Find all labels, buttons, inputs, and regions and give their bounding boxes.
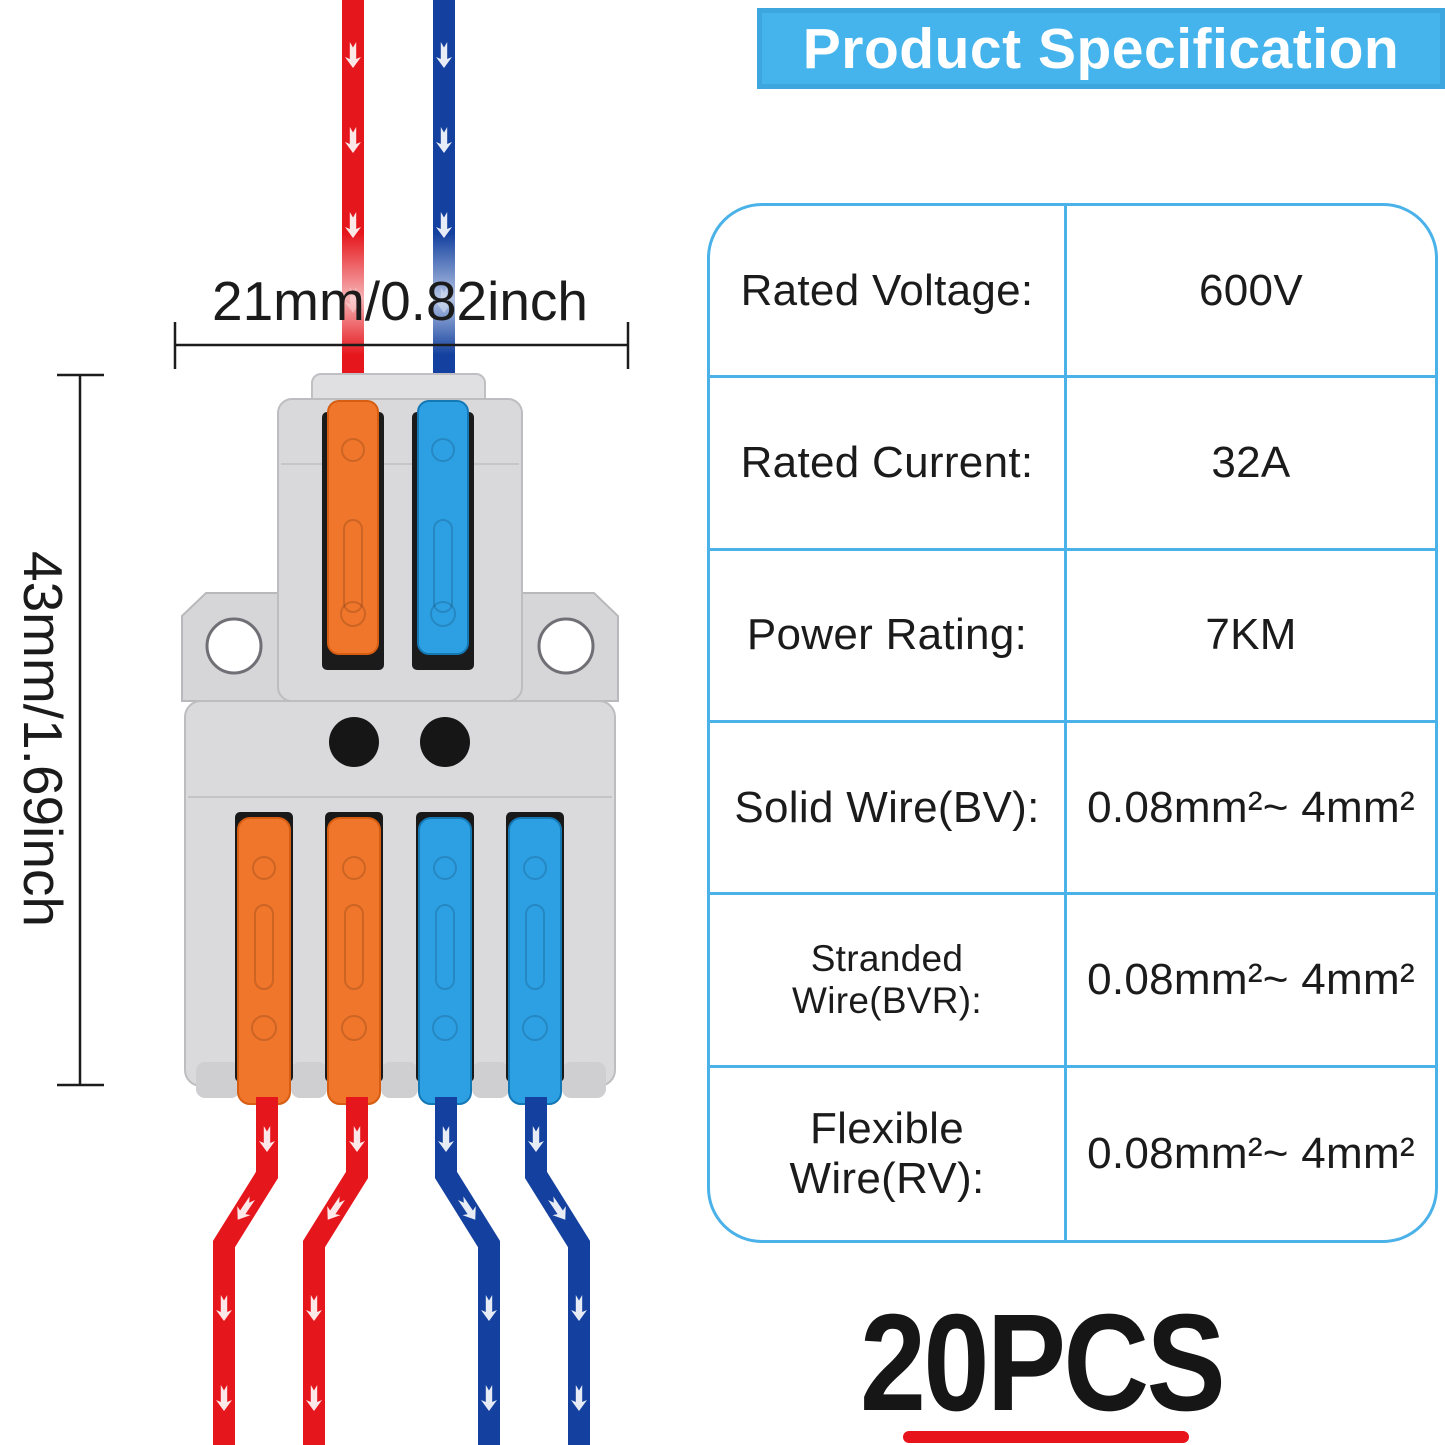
- bottom-lever-orange: [327, 817, 381, 1105]
- table-row: Stranded Wire(BVR): 0.08mm²~ 4mm²: [710, 895, 1435, 1068]
- spec-value-cell: 7KM: [1205, 610, 1297, 660]
- output-wire-blue-2: [525, 1097, 590, 1445]
- upper-housing: [277, 398, 523, 702]
- spec-value-cell: 0.08mm²~ 4mm²: [1087, 782, 1415, 832]
- spec-value-cell: 0.08mm²~ 4mm²: [1087, 954, 1415, 1004]
- spec-label-cell: Solid Wire(BV):: [710, 722, 1067, 893]
- output-wire-red-2: [303, 1097, 368, 1445]
- table-row: Rated Current: 32A: [710, 378, 1435, 551]
- connector-body: [181, 373, 619, 1105]
- spec-value-cell: 600V: [1199, 265, 1303, 315]
- spec-label-cell: Rated Current:: [710, 378, 1067, 548]
- connector-diagram: 21mm/0.82inch 43mm/1.69inch: [12, 0, 630, 1445]
- bottom-lever-blue: [418, 817, 472, 1105]
- test-hole: [329, 717, 379, 767]
- height-dimension: [57, 373, 104, 1087]
- top-lever-blue: [417, 400, 469, 655]
- input-wire-blue: [433, 0, 455, 403]
- quantity-badge: 20PCS: [860, 1286, 1226, 1440]
- mounting-hole: [205, 617, 263, 675]
- spec-value-cell: 0.08mm²~ 4mm²: [1087, 1128, 1415, 1178]
- mounting-hole: [537, 617, 595, 675]
- spec-label-cell: Stranded Wire(BVR):: [710, 895, 1067, 1065]
- input-wire-red: [342, 0, 364, 403]
- table-row: Power Rating: 7KM: [710, 550, 1435, 723]
- output-wires: [213, 1097, 590, 1445]
- bottom-lever-orange: [237, 817, 291, 1105]
- spec-label-cell: Flexible Wire(RV):: [710, 1067, 1067, 1240]
- top-lever-orange: [327, 400, 379, 655]
- output-wire-red-1: [213, 1097, 278, 1445]
- table-row: Rated Voltage: 600V: [710, 206, 1435, 379]
- table-row: Flexible Wire(RV): 0.08mm²~ 4mm²: [710, 1067, 1435, 1240]
- spec-table: Rated Voltage: 600V Rated Current: 32A P…: [707, 203, 1438, 1243]
- bottom-lever-blue: [508, 817, 562, 1105]
- bottom-cap: [196, 1062, 606, 1098]
- page-title: Product Specification: [757, 8, 1445, 89]
- test-hole: [420, 717, 470, 767]
- table-row: Solid Wire(BV): 0.08mm²~ 4mm²: [710, 722, 1435, 896]
- output-wire-blue-1: [435, 1097, 500, 1445]
- width-dimension: [173, 322, 630, 369]
- height-dimension-label: 43mm/1.69inch: [12, 551, 74, 927]
- spec-value-cell: 32A: [1211, 437, 1291, 487]
- spec-label-cell: Power Rating:: [710, 550, 1067, 720]
- width-dimension-label: 21mm/0.82inch: [212, 270, 588, 332]
- quantity-underline: [903, 1431, 1189, 1443]
- spec-label-cell: Rated Voltage:: [710, 206, 1067, 376]
